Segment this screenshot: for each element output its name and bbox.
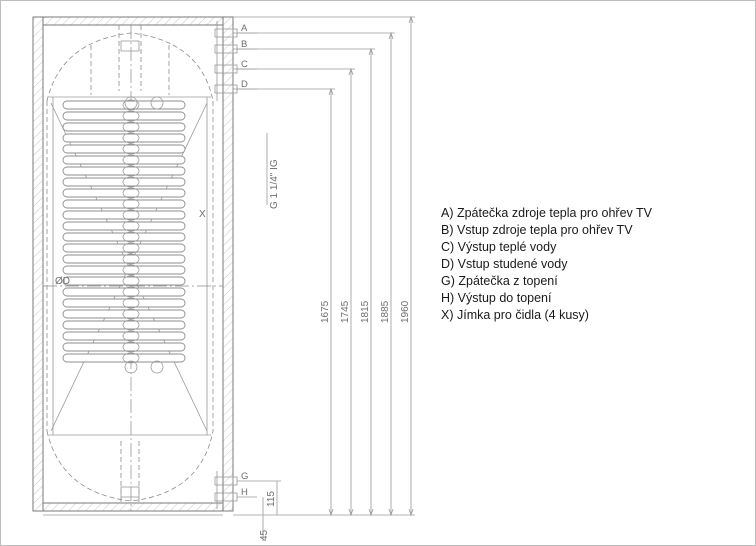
coil-turn xyxy=(62,287,186,297)
connection-label: D xyxy=(241,79,248,90)
coil-turn xyxy=(62,199,186,209)
coil-turn xyxy=(62,342,186,352)
dimension-value: 1885 xyxy=(380,300,391,323)
internal-pipes xyxy=(90,25,170,503)
thread-label: G 1 1/4" IG xyxy=(269,159,280,209)
dimension-value: 1960 xyxy=(400,300,411,323)
connection-label: H xyxy=(241,487,248,498)
connection-label: G xyxy=(241,471,248,482)
coil-turn xyxy=(62,188,186,198)
connection-label: A xyxy=(241,23,248,34)
coil-turn xyxy=(62,331,186,341)
legend-item-g: G) Zpátečka z topení xyxy=(441,274,558,288)
dimension-value: 1745 xyxy=(340,300,351,323)
sensor-label-x: X xyxy=(199,209,206,220)
coil-turn xyxy=(62,144,186,154)
coil-turn xyxy=(62,177,186,187)
coil-turn xyxy=(62,254,186,264)
dimension-value: 1815 xyxy=(360,300,371,323)
dimension-value: 115 xyxy=(266,491,277,507)
coil-turn xyxy=(62,265,186,275)
tank-vessel xyxy=(43,25,223,511)
coil-turn xyxy=(62,100,186,110)
coil-turn xyxy=(62,111,186,121)
coil-turn xyxy=(62,309,186,319)
coil-turn xyxy=(62,232,186,242)
legend-item-b: B) Vstup zdroje tepla pro ohřev TV xyxy=(441,223,633,237)
legend-item-x: X) Jímka pro čidla (4 kusy) xyxy=(441,308,589,322)
connection-legend: A) Zpátečka zdroje tepla pro ohřev TV B)… xyxy=(441,205,652,324)
insulation-jacket xyxy=(32,16,234,516)
coil-turn xyxy=(62,243,186,253)
coil-turn xyxy=(62,320,186,330)
heat-exchanger-coil xyxy=(62,96,186,374)
coil-turn xyxy=(62,298,186,308)
coil-turn xyxy=(62,122,186,132)
dimension-value: 1675 xyxy=(320,300,331,323)
coil-turn xyxy=(62,155,186,165)
coil-turn xyxy=(62,353,186,363)
dimension-lines: 1675 1745 1815 1885 1960 115 45 xyxy=(233,15,415,541)
legend-item-a: A) Zpátečka zdroje tepla pro ohřev TV xyxy=(441,206,652,220)
dimension-value: 45 xyxy=(259,529,270,541)
coil-turn xyxy=(62,210,186,220)
connection-label: B xyxy=(241,39,247,50)
coil-turn xyxy=(62,133,186,143)
coil-turn xyxy=(62,221,186,231)
coil-turn xyxy=(62,276,186,286)
coil-turn xyxy=(62,166,186,176)
legend-item-c: C) Výstup teplé vody xyxy=(441,240,557,254)
diameter-label: ØD xyxy=(55,276,70,287)
legend-item-d: D) Vstup studené vody xyxy=(441,257,568,271)
connection-label: C xyxy=(241,59,248,70)
legend-item-h: H) Výstup do topení xyxy=(441,291,552,305)
